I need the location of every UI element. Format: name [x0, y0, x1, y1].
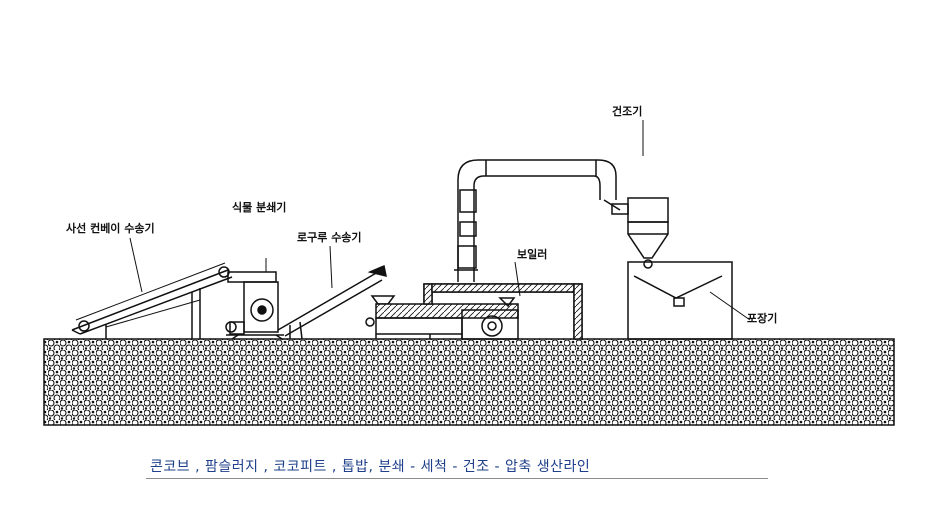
boiler: [423, 261, 583, 340]
diagram-caption: 콘코브 , 팜슬러지 , 코코피트 , 톱밥, 분쇄 - 세척 - 건조 - 압…: [150, 459, 591, 475]
label-inclined-conveyor: 사선 컨베이 수송기: [66, 221, 155, 235]
packing-machine: [627, 261, 751, 340]
label-dryer: 건조기: [612, 104, 642, 118]
label-packing-machine: 포장기: [747, 311, 777, 325]
screw-conveyor: [277, 264, 387, 340]
label-screw-conveyor: 로구루 수송기: [297, 230, 362, 244]
ground-gravel-bed: [43, 338, 895, 426]
cyclone-dryer: [611, 120, 669, 269]
label-leaders: [129, 237, 333, 293]
dryer-duct: [454, 159, 621, 282]
inclined-belt-conveyor: [71, 262, 233, 339]
label-plant-crusher: 식물 분쇄기: [232, 200, 286, 214]
plant-crusher: [225, 258, 284, 340]
caption-underline: [146, 478, 768, 479]
label-boiler: 보일러: [517, 247, 547, 261]
